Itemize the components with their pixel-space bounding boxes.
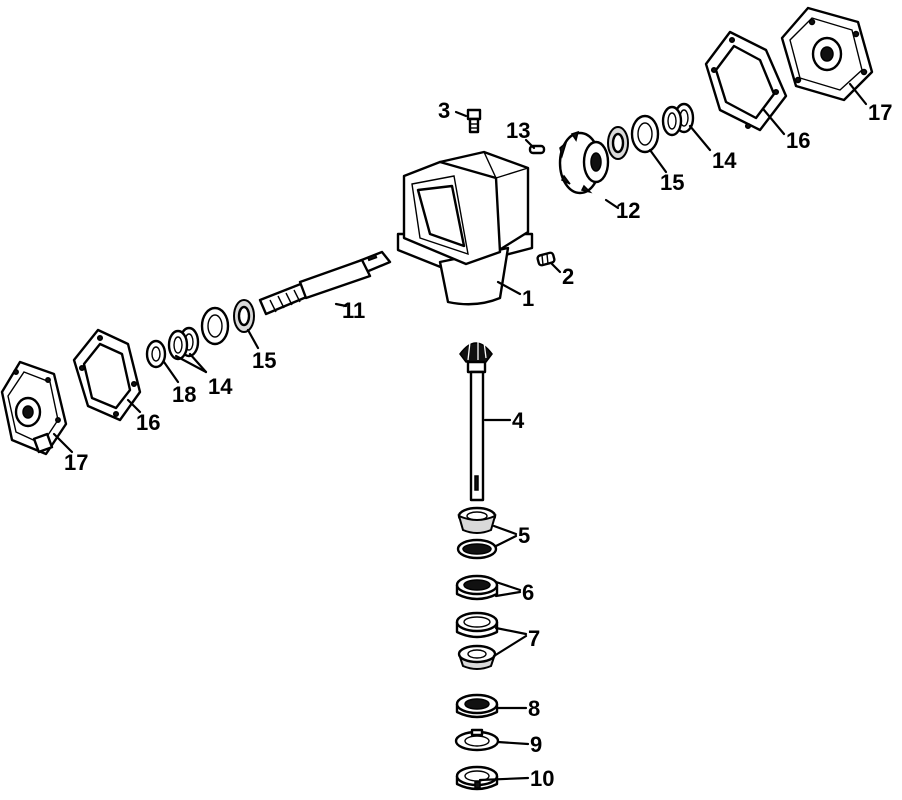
label-4: 4 (512, 408, 525, 433)
part-3-vent-plug (466, 108, 482, 134)
part-2-fill-plug (536, 251, 556, 267)
part-14-right-seals (661, 102, 695, 137)
label-3: 3 (438, 98, 450, 123)
label-12: 12 (616, 198, 640, 223)
part-12-bevel-gear (558, 130, 610, 195)
label-2: 2 (562, 264, 574, 289)
part-17-left-end-cover (0, 360, 68, 456)
part-16-right-gasket (704, 30, 788, 132)
part-6-bearing-cup (455, 574, 499, 601)
part-5-bearing (456, 506, 498, 560)
part-15-right-bearing (607, 114, 660, 160)
part-4-pinion-shaft (459, 338, 493, 502)
part-17-right-end-cover (780, 6, 874, 102)
part-9-lock-washer (454, 728, 500, 752)
label-1: 1 (522, 286, 534, 311)
part-1-gearbox-housing (396, 150, 534, 306)
part-18-seal (145, 339, 167, 369)
label-9: 9 (530, 732, 542, 757)
part-16-left-gasket (72, 328, 142, 422)
part-10-nut (455, 765, 499, 791)
label-15-right: 15 (660, 170, 684, 195)
label-7: 7 (528, 626, 540, 651)
label-16-right: 16 (786, 128, 810, 153)
leader-lines (52, 82, 868, 782)
part-14-left-seals (167, 326, 200, 361)
label-13: 13 (506, 118, 530, 143)
label-14-right: 14 (712, 148, 737, 173)
part-8-seal (455, 693, 499, 719)
label-16-left: 16 (136, 410, 160, 435)
label-5: 5 (518, 523, 530, 548)
part-15-left-bearing (200, 299, 255, 346)
label-15-left: 15 (252, 348, 276, 373)
label-17-right: 17 (868, 100, 892, 125)
label-17-left: 17 (64, 450, 88, 475)
label-11: 11 (342, 298, 365, 323)
part-labels: 3 13 2 1 11 12 15 14 16 17 15 14 18 16 1… (64, 98, 892, 791)
label-6: 6 (522, 580, 534, 605)
label-18: 18 (172, 382, 196, 407)
part-7-bearing (455, 611, 499, 670)
label-14-left: 14 (208, 374, 233, 399)
label-8: 8 (528, 696, 540, 721)
part-11-input-shaft (258, 250, 392, 316)
label-10: 10 (530, 766, 554, 791)
